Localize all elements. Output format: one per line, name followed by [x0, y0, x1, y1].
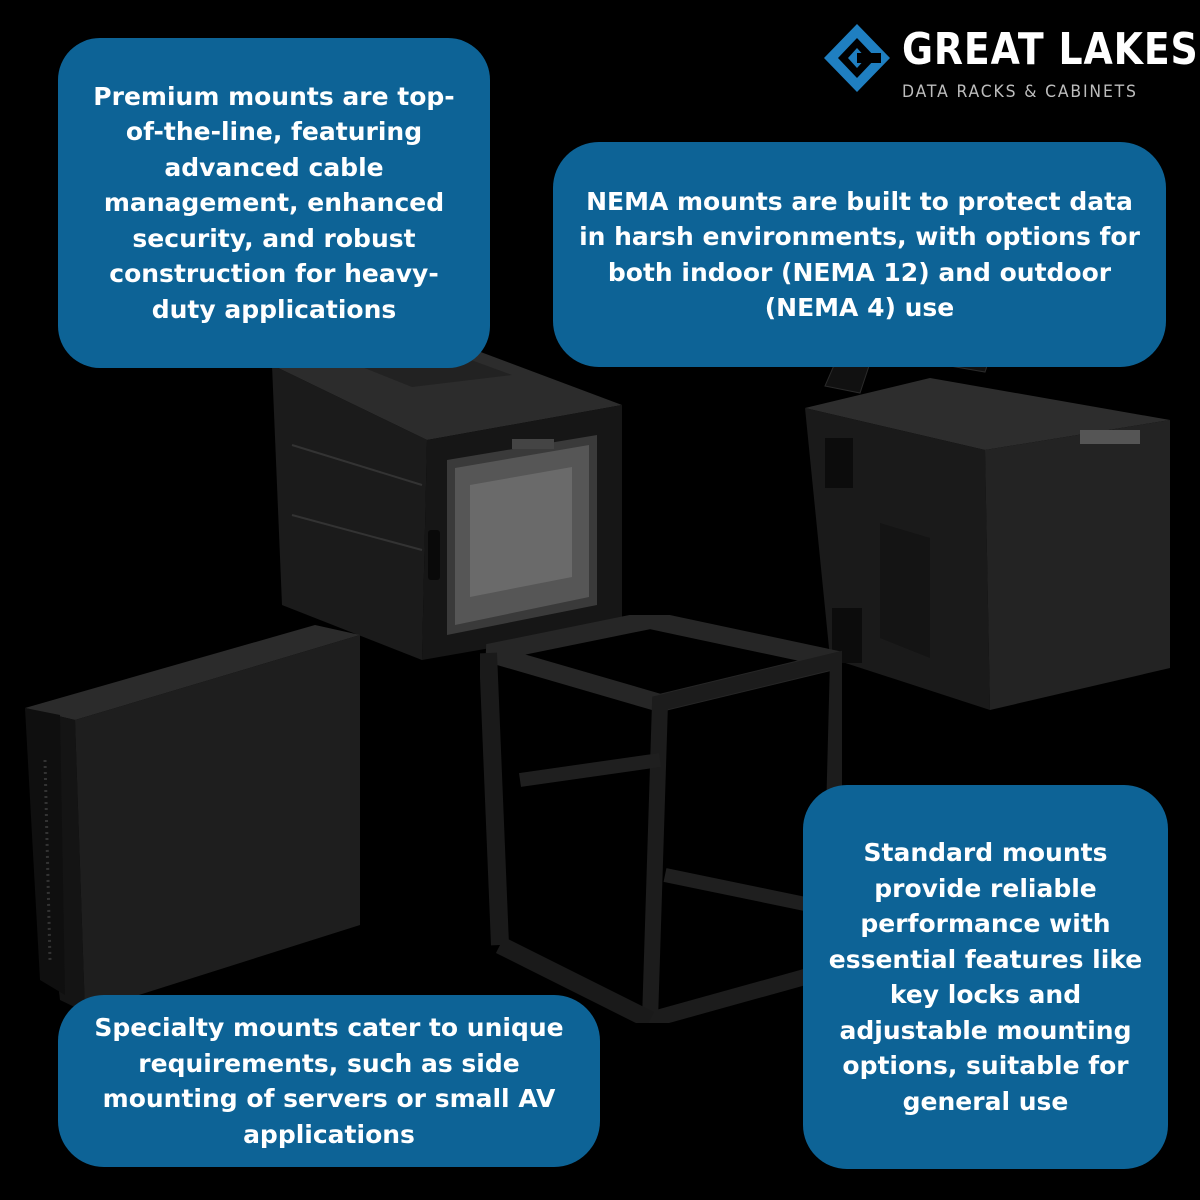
specialty-mount-image — [25, 625, 360, 1012]
nema-mounts-text: NEMA mounts are built to protect data in… — [579, 186, 1140, 323]
premium-mounts-callout: Premium mounts are top-of-the-line, feat… — [58, 38, 490, 368]
great-lakes-logo: GREAT LAKES DATA RACKS & CABINETS — [822, 22, 1198, 112]
specialty-mounts-callout: Specialty mounts cater to unique require… — [58, 995, 600, 1167]
great-lakes-logo-mark-icon — [824, 24, 890, 92]
specialty-mounts-text: Specialty mounts cater to unique require… — [94, 1013, 564, 1149]
brand-tagline: DATA RACKS & CABINETS — [902, 82, 1138, 102]
premium-cabinet-image — [272, 345, 622, 660]
standard-rack-image — [480, 615, 842, 1023]
premium-mounts-text: Premium mounts are top-of-the-line, feat… — [93, 81, 455, 324]
nema-enclosure-image — [805, 341, 1170, 710]
standard-mounts-text: Standard mounts provide reliable perform… — [828, 838, 1143, 1116]
nema-mounts-callout: NEMA mounts are built to protect data in… — [553, 142, 1166, 367]
standard-mounts-callout: Standard mounts provide reliable perform… — [803, 785, 1168, 1169]
brand-name: GREAT LAKES — [902, 24, 1199, 75]
